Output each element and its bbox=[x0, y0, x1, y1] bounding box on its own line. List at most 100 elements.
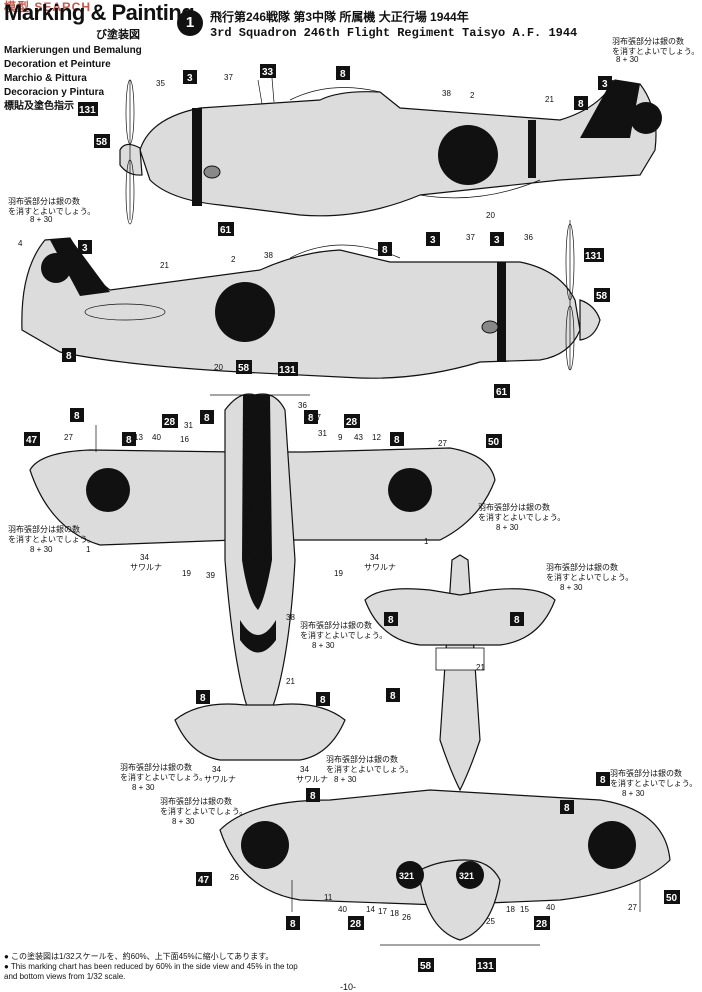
num-14: 14 bbox=[366, 905, 375, 914]
callout-131-c: 131 bbox=[279, 365, 296, 376]
language-list: Markierungen und Bemalung Decoration et … bbox=[4, 44, 142, 114]
footnote-line-en-1: ● This marking chart has been reduced by… bbox=[4, 962, 298, 971]
callout-8-h: 8 bbox=[126, 435, 132, 446]
note-fabric-4b: を消すとよいでしょう。 bbox=[478, 512, 565, 522]
callout-28-d: 28 bbox=[536, 919, 548, 930]
callout-8-m: 8 bbox=[320, 695, 326, 706]
callout-33-a: 33 bbox=[262, 67, 274, 78]
scheme-title-en: 3rd Squadron 246th Flight Regiment Taisy… bbox=[210, 26, 578, 40]
num-18: 18 bbox=[390, 909, 399, 918]
callout-3-e: 3 bbox=[494, 235, 500, 246]
num-38: 38 bbox=[442, 89, 451, 98]
num-38-b: 38 bbox=[264, 251, 273, 260]
page-subtitle-jp: び塗装図 bbox=[96, 29, 140, 41]
callout-8-a: 8 bbox=[340, 69, 346, 80]
note-sarutana-3: サワルナ bbox=[204, 775, 236, 784]
callout-3-a: 3 bbox=[187, 73, 193, 84]
callout-131-b: 131 bbox=[585, 251, 602, 262]
note-fabric-6b: を消すとよいでしょう。 bbox=[300, 630, 387, 640]
callout-58-a: 58 bbox=[96, 137, 108, 148]
num-21-d: 21 bbox=[476, 663, 485, 672]
note-fabric-10: 羽布張部分は銀の数 bbox=[160, 796, 232, 806]
callout-8-l: 8 bbox=[200, 693, 206, 704]
callout-plus30-g: 8 + 30 bbox=[132, 783, 155, 792]
callout-plus30-d: 8 + 30 bbox=[496, 523, 519, 532]
num-40-b: 40 bbox=[338, 905, 347, 914]
num-20: 20 bbox=[486, 211, 495, 220]
num-11: 11 bbox=[324, 893, 333, 902]
num-1-b: 1 bbox=[424, 537, 429, 546]
callout-8-q: 8 bbox=[564, 803, 570, 814]
callout-plus30-e: 8 + 30 bbox=[560, 583, 583, 592]
callout-8-b: 8 bbox=[578, 99, 584, 110]
callout-8-n: 8 bbox=[390, 691, 396, 702]
note-fabric-9: 羽布張部分は銀の数 bbox=[610, 768, 682, 778]
callout-3-d: 3 bbox=[430, 235, 436, 246]
num-39: 39 bbox=[206, 571, 215, 580]
callout-47-b: 47 bbox=[198, 875, 210, 886]
note-fabric-3: 羽布張部分は銀の数 bbox=[8, 524, 80, 534]
footnote-line-jp: ● この塗装図は1/32スケールを、約60%、上下面45%に縮小してあります。 bbox=[4, 952, 274, 961]
language-cn: 標貼及塗色指示 bbox=[4, 101, 74, 112]
callout-8-i: 8 bbox=[394, 435, 400, 446]
num-20-b: 20 bbox=[214, 363, 223, 372]
callout-8-p: 8 bbox=[310, 791, 316, 802]
callout-61-b: 61 bbox=[496, 387, 508, 398]
callout-28-a: 28 bbox=[164, 417, 176, 428]
callout-8-d: 8 bbox=[382, 245, 388, 256]
num-25: 25 bbox=[486, 917, 495, 926]
note-fabric-5b: を消すとよいでしょう。 bbox=[546, 572, 633, 582]
footnote-line-en-2: and bottom views from 1/32 scale. bbox=[4, 972, 126, 981]
page-title: Marking & Painting bbox=[4, 0, 195, 25]
note-fabric-7: 羽布張部分は銀の数 bbox=[120, 762, 192, 772]
scheme-number-badge: 1 bbox=[177, 10, 203, 36]
note-fabric-8: 羽布張部分は銀の数 bbox=[326, 754, 398, 764]
top-view bbox=[29, 393, 496, 761]
num-34-d: 34 bbox=[300, 765, 309, 774]
num-40-c: 40 bbox=[546, 903, 555, 912]
num-27: 27 bbox=[64, 433, 73, 442]
aircraft-number-321-left: 321 bbox=[399, 871, 414, 881]
num-19-b: 19 bbox=[334, 569, 343, 578]
num-38-c: 38 bbox=[286, 613, 295, 622]
callout-plus30-a: 8 + 30 bbox=[616, 55, 639, 64]
num-18-b: 18 bbox=[506, 905, 515, 914]
note-fabric-10b: を消すとよいでしょう。 bbox=[160, 806, 247, 816]
note-fabric-2b: を消すとよいでしょう。 bbox=[8, 206, 95, 216]
note-fabric-6: 羽布張部分は銀の数 bbox=[300, 620, 372, 630]
callout-boxes: 33 8 3 131 58 61 3 8 8 + 30 3 8 + 30 8 3… bbox=[24, 55, 680, 972]
callout-58-c: 58 bbox=[238, 363, 250, 374]
num-21: 21 bbox=[545, 95, 554, 104]
callout-8-e: 8 bbox=[74, 411, 80, 422]
callout-28-b: 28 bbox=[346, 417, 358, 428]
callout-58-d: 58 bbox=[420, 961, 432, 972]
callout-50-a: 50 bbox=[488, 437, 500, 448]
note-fabric-9b: を消すとよいでしょう。 bbox=[610, 778, 697, 788]
num-12: 12 bbox=[372, 433, 381, 442]
num-26: 26 bbox=[402, 913, 411, 922]
num-1: 1 bbox=[86, 545, 91, 554]
callout-8-o: 8 bbox=[600, 775, 606, 786]
num-36-b: 36 bbox=[298, 401, 307, 410]
num-34: 34 bbox=[140, 553, 149, 562]
callout-8-j: 8 bbox=[388, 615, 394, 626]
callout-plus30-i: 8 + 30 bbox=[622, 789, 645, 798]
callout-61-a: 61 bbox=[220, 225, 232, 236]
callout-50-b: 50 bbox=[666, 893, 678, 904]
num-15: 15 bbox=[520, 905, 529, 914]
callout-8-c: 8 bbox=[66, 351, 72, 362]
num-21-c: 21 bbox=[286, 677, 295, 686]
note-fabric-3b: を消すとよいでしょう。 bbox=[8, 534, 95, 544]
num-37-b: 37 bbox=[466, 233, 475, 242]
fabric-notes: 羽布張部分は銀の数 を消すとよいでしょう。 羽布張部分は銀の数 を消すとよいでし… bbox=[8, 36, 699, 816]
num-16: 16 bbox=[180, 435, 189, 444]
callout-plus30-h: 8 + 30 bbox=[334, 775, 357, 784]
num-37: 37 bbox=[224, 73, 233, 82]
side-view-left bbox=[119, 77, 662, 225]
num-4: 4 bbox=[18, 239, 23, 248]
callout-8-g: 8 bbox=[308, 413, 314, 424]
num-27-c: 27 bbox=[628, 903, 637, 912]
footnote: ● この塗装図は1/32スケールを、約60%、上下面45%に縮小してあります。 … bbox=[4, 952, 298, 982]
note-fabric-2: 羽布張部分は銀の数 bbox=[8, 196, 80, 206]
